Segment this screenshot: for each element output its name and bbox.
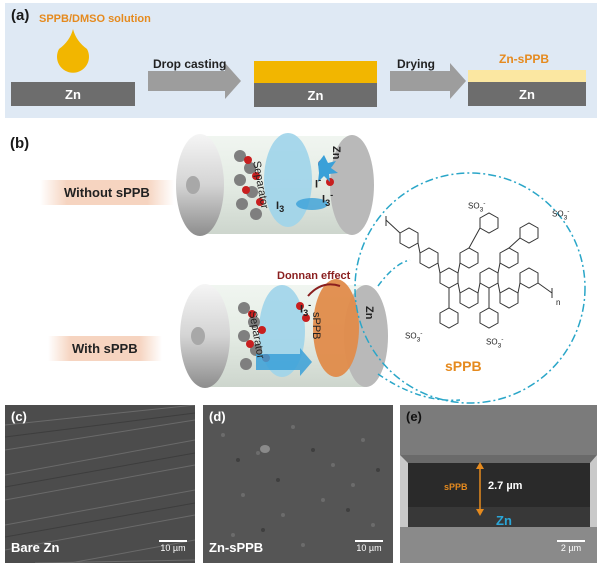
scalebar-d: 10 µm (355, 540, 383, 553)
drop-casting-label: Drop casting (153, 57, 227, 71)
without-sppb-badge: Without sPPB (40, 180, 174, 205)
panel-d-label: (d) (209, 409, 226, 424)
sppb-structure-drawing (385, 212, 553, 329)
sem-cross-section: (e) sPPB 2.7 µm Zn 2 µm (400, 405, 597, 563)
iodide-label: I- (315, 175, 322, 191)
panel-a-drawing (56, 29, 586, 99)
cell-with-sppb (180, 279, 388, 388)
thickness-value: 2.7 µm (488, 480, 523, 492)
sem-cross-section-image (400, 405, 597, 563)
drying-arrow (390, 63, 466, 99)
zn-slab-1: Zn (11, 82, 135, 106)
scalebar-c: 10 µm (159, 540, 187, 553)
repeat-unit-n: n (556, 298, 561, 307)
zn-label-top: Zn (330, 146, 342, 160)
sem-bare-zn: (c) Bare Zn 10 µm (5, 405, 195, 563)
scalebar-e: 2 µm (557, 540, 585, 553)
sppb-layer-region (408, 463, 590, 507)
structure-zoom-circle (354, 172, 586, 404)
drying-label: Drying (397, 57, 436, 71)
sppb-membrane (313, 279, 359, 377)
donnan-repulsion-arrow (307, 283, 341, 297)
with-sppb-badge: With sPPB (48, 336, 162, 361)
panel-b-label: (b) (10, 135, 30, 152)
sppb-membrane-label: sPPB (310, 312, 322, 340)
separator-top (264, 133, 312, 227)
dried-sppb-layer (468, 70, 586, 82)
sulfonate-label-3: SO3- (405, 330, 423, 344)
panel-e-label: (e) (406, 409, 422, 424)
zoom-connector (377, 259, 461, 402)
zn-slab-3: Zn (468, 82, 586, 106)
casted-solution-layer (254, 61, 377, 83)
solution-label: SPPB/DMSO solution (39, 13, 151, 25)
zn-label-bottom: Zn (363, 306, 375, 320)
triiodide-label-bottom: I3- (300, 300, 312, 318)
sem-bare-zn-image (5, 405, 195, 563)
sulfonate-label-4: SO3- (486, 336, 504, 350)
sulfonate-label-1: SO3- (468, 200, 486, 214)
drop-casting-arrow (148, 63, 241, 99)
triiodide-label-top-2: I3 (276, 200, 285, 215)
panel-a-background: (a) SPPB/DMSO solution Zn Drop casting Z… (5, 3, 597, 118)
sppb-layer-label: sPPB (444, 482, 468, 492)
zn-substrate-label: Zn (496, 513, 512, 528)
zn-sppb-caption: Zn-sPPB (209, 540, 264, 555)
sem-zn-sppb: (d) Zn-sPPB 10 µm (203, 405, 393, 563)
panel-c-label: (c) (11, 409, 27, 424)
triiodide-label-top-1: I3- (322, 190, 334, 208)
zn-slab-2: Zn (254, 83, 377, 107)
battery-illustration (176, 133, 586, 404)
solution-drop (56, 29, 89, 73)
sulfonate-label-2: SO3- (552, 208, 570, 222)
panel-a-label: (a) (11, 7, 30, 24)
sppb-structure-title: sPPB (445, 358, 482, 374)
zn-sppb-label: Zn-sPPB (499, 52, 550, 66)
cell-without-sppb (176, 133, 374, 236)
bare-zn-caption: Bare Zn (11, 540, 60, 555)
sem-zn-sppb-image (203, 405, 393, 563)
donnan-effect-label: Donnan effect (277, 270, 351, 282)
